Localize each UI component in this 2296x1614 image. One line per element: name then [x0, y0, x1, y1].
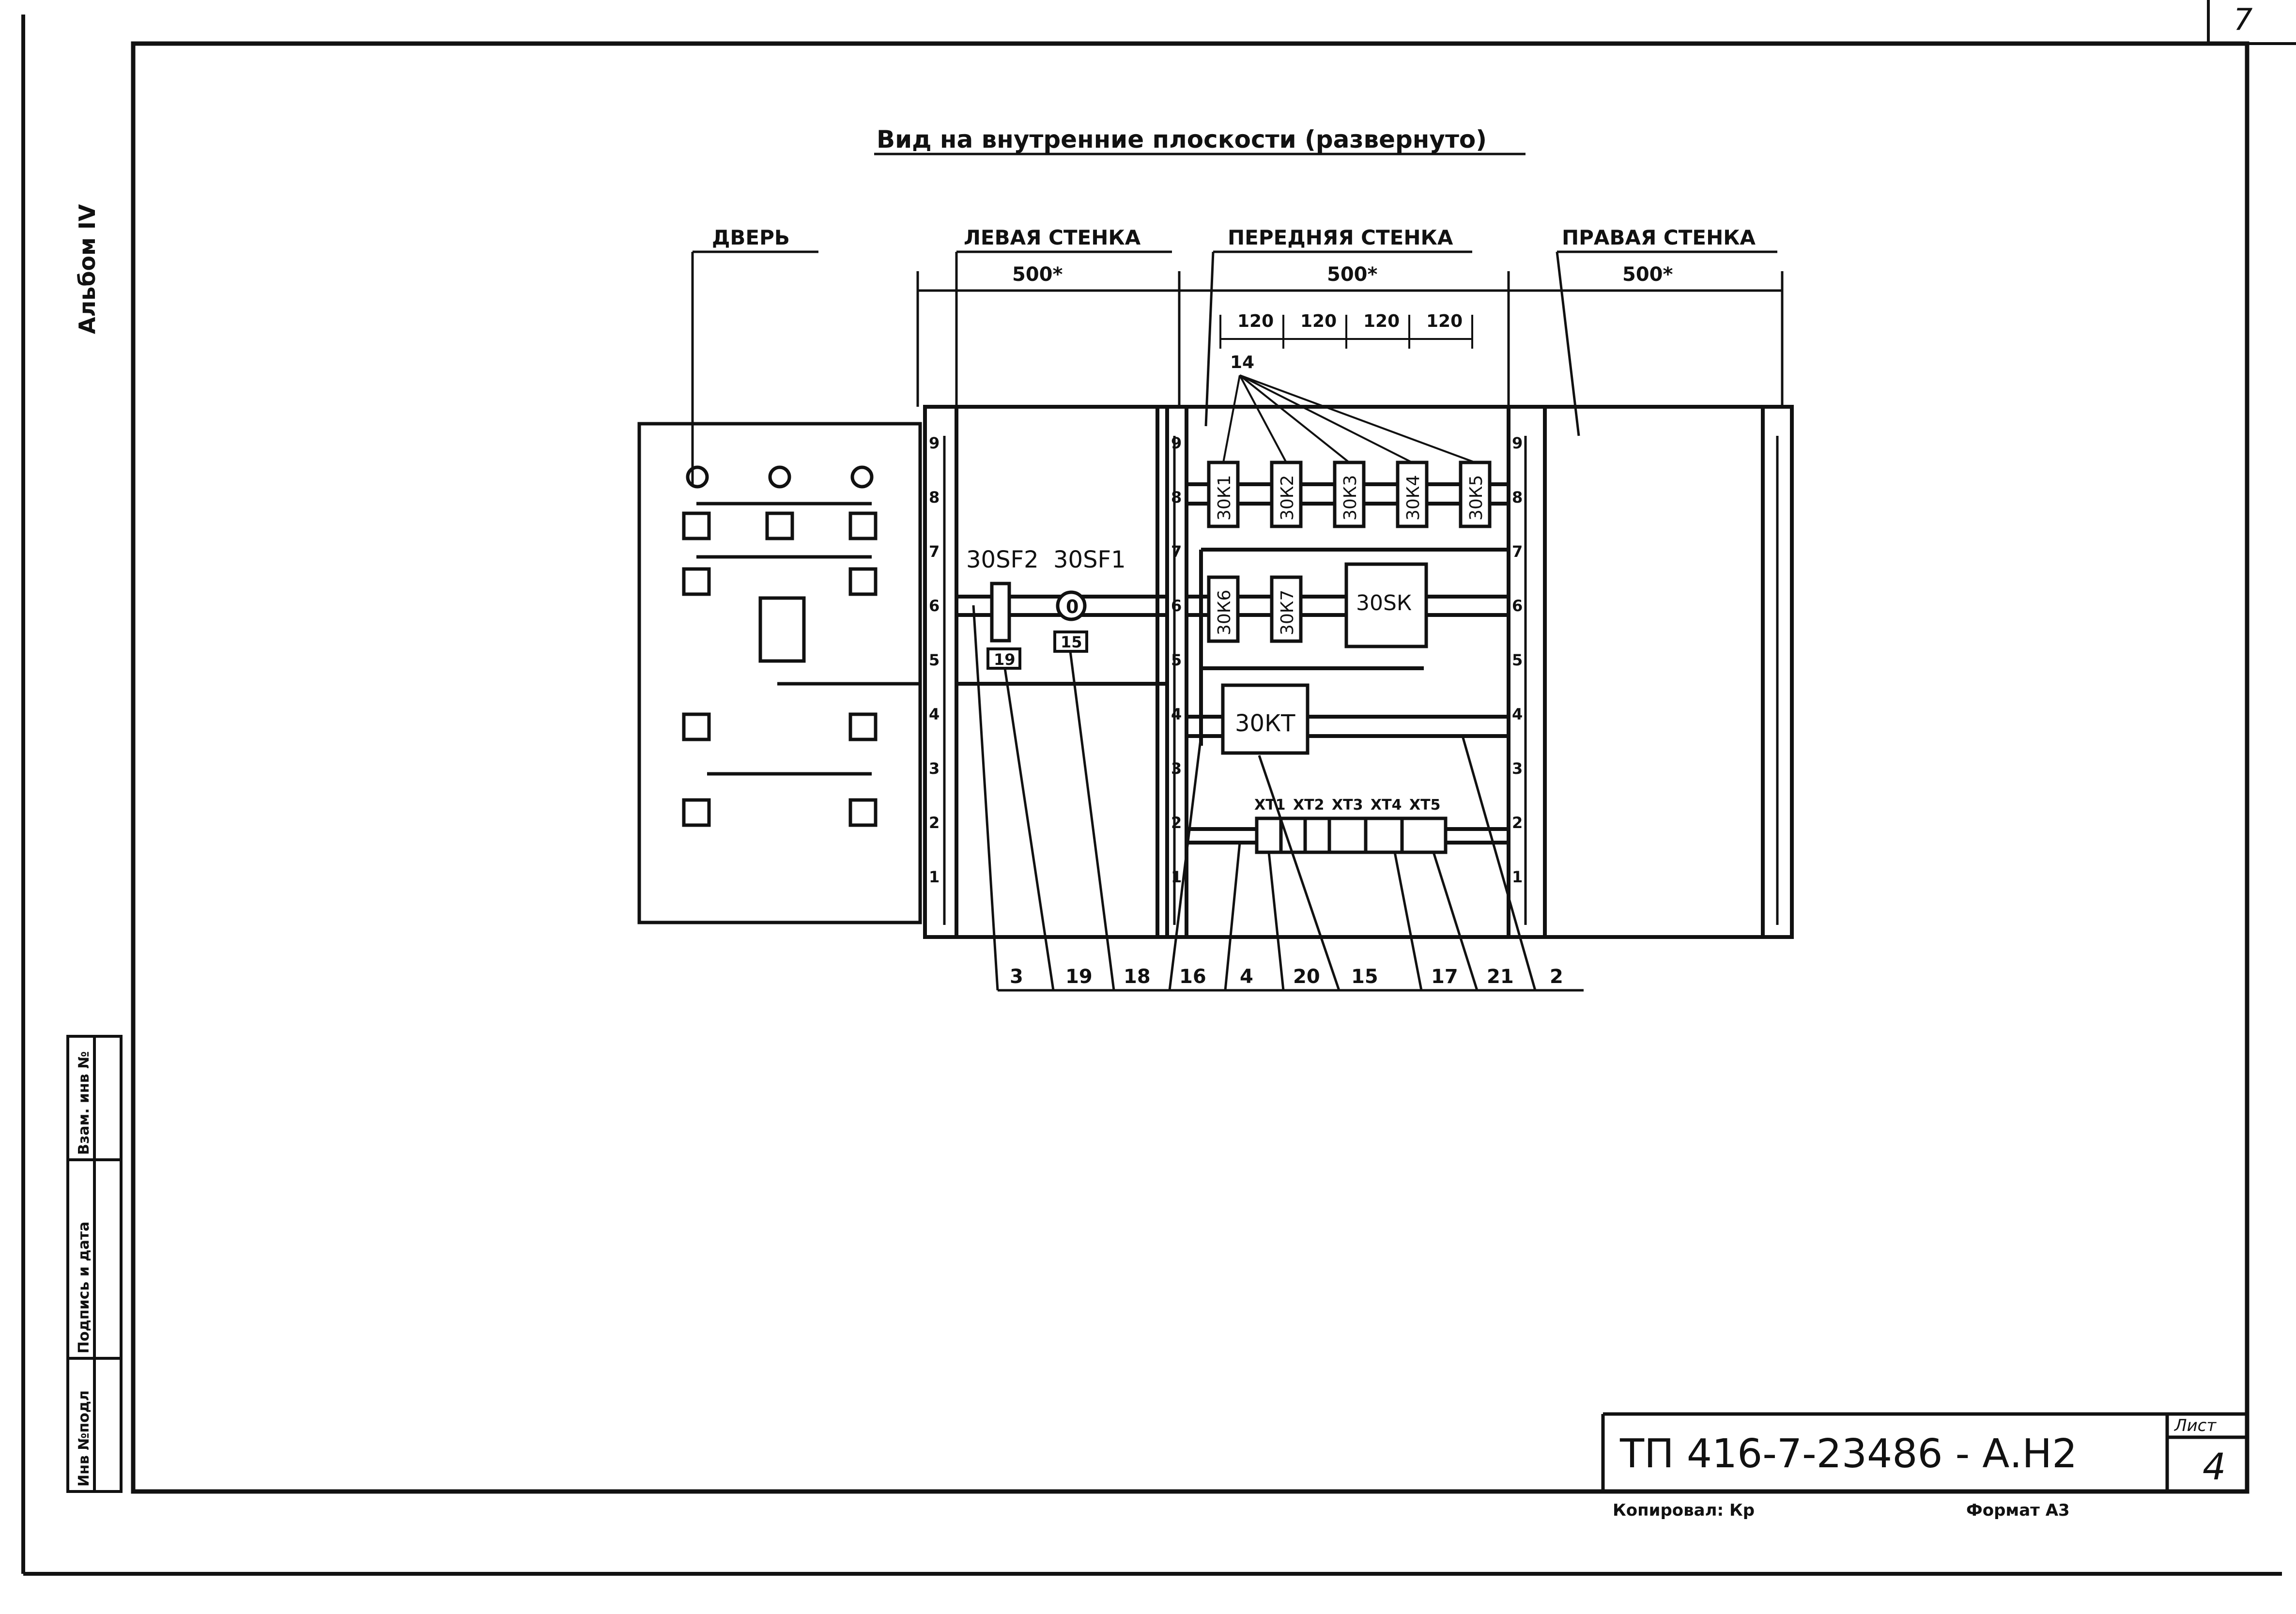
switch-30sk: 30SК: [1356, 591, 1412, 615]
drawing-title: Вид на внутренние плоскости (развернуто): [877, 125, 1487, 154]
callout-16: 16: [1179, 966, 1206, 988]
scale-3: 3: [1512, 759, 1523, 778]
stamp-podpis-data: Подпись и дата: [76, 1222, 92, 1353]
relay-30k1: 30К1: [1215, 475, 1234, 521]
breaker-30sf1-mark: 0: [1066, 596, 1079, 617]
relay-row-top: [1207, 461, 1492, 854]
spacing-dimension: [1219, 315, 1473, 349]
scale-9: 9: [1171, 434, 1182, 452]
tag-15: 15: [1061, 633, 1082, 651]
scale-labels-left: 1 2 3 4 5 6 7 8 9: [929, 434, 940, 886]
callout-20: 20: [1293, 966, 1320, 988]
scale-5: 5: [929, 651, 940, 669]
scale-4: 4: [1512, 705, 1523, 723]
breaker-30sf2: [990, 582, 1011, 643]
scale-9: 9: [1512, 434, 1523, 452]
scale-2: 2: [1171, 814, 1182, 832]
front-wall-header: ПЕРЕДНЯЯ СТЕНКА: [1228, 226, 1453, 249]
title-block: [1601, 1412, 2247, 1491]
callout-3: 3: [1010, 966, 1023, 988]
scale-4: 4: [1171, 705, 1182, 723]
stamp-column: [66, 1035, 123, 1493]
terminal-xt4: ХТ4: [1371, 797, 1402, 814]
scale-5: 5: [1171, 651, 1182, 669]
relay-30k4: 30К4: [1403, 475, 1423, 521]
scale-1: 1: [929, 868, 940, 886]
leader-14-lines: [1222, 374, 1476, 463]
tag-19: 19: [994, 650, 1016, 669]
door-header: ДВЕРЬ: [712, 226, 790, 249]
breaker-30sf1: [1056, 590, 1087, 621]
scale-5: 5: [1512, 651, 1523, 669]
callout-lines: [972, 605, 1584, 992]
overall-dimensions: [916, 271, 1784, 407]
scale-4: 4: [929, 705, 940, 723]
scale-9: 9: [929, 434, 940, 452]
scale-7: 7: [1171, 542, 1182, 561]
right-wall-panel: [1507, 405, 1794, 939]
album-label: Альбом IV: [74, 204, 100, 334]
dim-front-wall: 500*: [1327, 263, 1377, 286]
scale-1: 1: [1171, 868, 1182, 886]
tag-19-box: [986, 647, 1021, 670]
door-panel: [637, 422, 922, 924]
relay-30k5: 30К5: [1466, 475, 1486, 521]
left-wall-header: ЛЕВАЯ СТЕНКА: [964, 226, 1141, 249]
scale-3: 3: [929, 759, 940, 778]
sheet-frame: [21, 0, 2296, 1576]
list-number: 4: [2203, 1445, 2226, 1488]
callout-17: 17: [1431, 966, 1458, 988]
relay-30k2: 30К2: [1278, 475, 1297, 521]
scale-6: 6: [929, 597, 940, 615]
breaker-30sf1-label: 30SF1: [1053, 546, 1126, 573]
height-scales: [943, 436, 1779, 925]
relay-30k6: 30К6: [1215, 590, 1234, 635]
stamp-inv-podl: Инв №подл: [76, 1390, 92, 1487]
list-label: Лист: [2173, 1416, 2217, 1435]
scale-6: 6: [1171, 597, 1182, 615]
paper-format: Формат А3: [1966, 1501, 2070, 1520]
callout-18: 18: [1124, 966, 1151, 988]
copied-by: Копировал: Кр: [1613, 1501, 1755, 1520]
spacing-120-1: 120: [1237, 311, 1274, 331]
terminal-xt3: ХТ3: [1332, 797, 1363, 814]
document-code: ТП 416-7-23486 - А.Н2: [1619, 1431, 2077, 1477]
dim-left-wall: 500*: [1012, 263, 1063, 286]
scale-8: 8: [1171, 488, 1182, 507]
callout-15: 15: [1351, 966, 1378, 988]
breaker-30sf2-label: 30SF2: [966, 546, 1039, 573]
scale-1: 1: [1512, 868, 1523, 886]
scale-3: 3: [1171, 759, 1182, 778]
header-leaders: [691, 251, 1580, 484]
callout-2: 2: [1550, 966, 1563, 988]
scale-labels-front: 1 2 3 4 5 6 7 8 9: [1171, 434, 1182, 886]
scale-6: 6: [1512, 597, 1523, 615]
corner-number: 7: [2234, 2, 2252, 37]
spacing-120-4: 120: [1426, 311, 1463, 331]
leader-14: 14: [1230, 353, 1254, 372]
scale-8: 8: [1512, 488, 1523, 507]
scale-7: 7: [929, 542, 940, 561]
relay-30k3: 30К3: [1341, 475, 1360, 521]
stamp-vzam-inv: Взам. инв №: [76, 1051, 92, 1155]
terminal-xt2: ХТ2: [1293, 797, 1324, 814]
right-wall-header: ПРАВАЯ СТЕНКА: [1562, 226, 1756, 249]
dim-right-wall: 500*: [1622, 263, 1673, 286]
timer-30kt: 30КТ: [1235, 710, 1295, 737]
callout-19: 19: [1065, 966, 1093, 988]
terminal-xt1: ХТ1: [1254, 797, 1285, 814]
scale-7: 7: [1512, 542, 1523, 561]
callout-4: 4: [1240, 966, 1253, 988]
spacing-120-2: 120: [1300, 311, 1337, 331]
spacing-120-3: 120: [1363, 311, 1400, 331]
scale-labels-right: 1 2 3 4 5 6 7 8 9: [1512, 434, 1523, 886]
left-wall-panel: [923, 405, 1169, 939]
scale-8: 8: [929, 488, 940, 507]
terminal-xt5: ХТ5: [1409, 797, 1440, 814]
relay-30k7: 30К7: [1278, 590, 1297, 635]
scale-2: 2: [929, 814, 940, 832]
callout-21: 21: [1487, 966, 1514, 988]
scale-2: 2: [1512, 814, 1523, 832]
